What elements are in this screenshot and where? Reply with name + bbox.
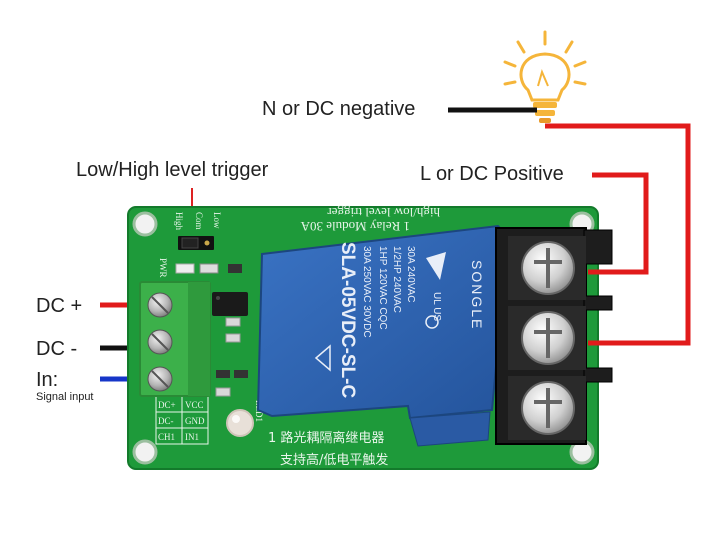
led-indicator [226, 409, 254, 437]
silk-top-2: high/low level trigger [327, 205, 440, 220]
label-n-dc-negative: N or DC negative [262, 98, 416, 120]
relay-rating-1: 30A 250VAC 30VDC [361, 246, 372, 338]
label-dc-minus: DC - [36, 338, 78, 360]
relay-rating-3: 1/2HP 240VAC [391, 246, 402, 313]
pin-label-vcc: VCC [185, 400, 204, 410]
silk-top: 1 Relay Module 30A high/low level trigge… [300, 205, 440, 234]
mount-hole-bl [132, 439, 158, 465]
smd-components [175, 263, 248, 397]
light-bulb-icon [503, 30, 587, 123]
jumper-label-com: Com [194, 212, 204, 230]
pin-label-in1: IN1 [185, 432, 199, 442]
jumper-header [178, 236, 214, 250]
silk-top-1: 1 Relay Module 30A [300, 219, 410, 234]
pin-label-gnd: GND [185, 416, 205, 426]
pin-label-dcplus: DC+ [158, 400, 176, 410]
pin-labels: DC+ DC- CH1 VCC GND IN1 [158, 400, 205, 442]
pin-label-dcminus: DC- [158, 416, 174, 426]
relay-brand: SONGLE [469, 260, 485, 330]
silk-chinese-1: 1 路光耦隔离继电器 [268, 430, 384, 446]
relay-ul: UL US [431, 292, 442, 321]
label-signal-input: Signal input [36, 391, 94, 403]
silk-chinese-2: 支持高/低电平触发 [280, 452, 388, 468]
relay-rating-4: 30A 240VAC [405, 246, 416, 303]
output-terminal-block [495, 227, 613, 445]
led-highlight [232, 415, 240, 423]
bulb-tip [539, 118, 551, 123]
bulb-base-1 [533, 102, 557, 108]
bulb-filament [537, 69, 549, 87]
bulb-base-2 [535, 110, 555, 116]
optocoupler-chip [212, 292, 248, 316]
jumper-label-low: Low [212, 212, 222, 229]
pwr-label: PWR [158, 258, 168, 278]
wire-bulb-to-terminal-middle [545, 123, 691, 346]
relay-logo-icon [314, 252, 446, 372]
jumper-label-high: High [174, 212, 184, 231]
wire-l-dc-positive [592, 172, 649, 275]
relay-text: SLA-05VDC-SL-C 30A 250VAC 30VDC 1HP 120V… [337, 242, 485, 399]
silk-chinese: 1 路光耦隔离继电器 支持高/低电平触发 [268, 430, 388, 468]
bulb-rays [503, 30, 587, 86]
relay [256, 224, 510, 447]
pin-label-ch1: CH1 [158, 432, 175, 442]
relay-rating-2: 1HP 120VAC CQC [377, 246, 388, 330]
label-l-dc-positive: L or DC Positive [420, 163, 564, 185]
input-terminal-block [139, 281, 211, 397]
mount-hole-tl [132, 211, 158, 237]
label-in: In: [36, 369, 59, 391]
label-dc-plus: DC + [36, 295, 83, 317]
relay-model: SLA-05VDC-SL-C [337, 242, 358, 399]
label-trigger: Low/High level trigger [76, 159, 269, 181]
